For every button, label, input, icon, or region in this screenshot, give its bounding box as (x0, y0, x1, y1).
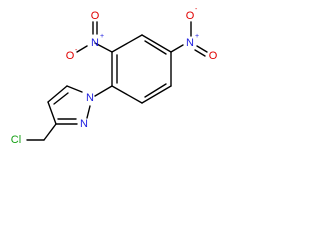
bond (141, 34, 172, 53)
pyrazole-nitrogen-2: N (80, 118, 88, 130)
para-nitro-double-oxygen: O (209, 50, 218, 62)
bond (47, 101, 57, 125)
bond (94, 85, 113, 97)
bond (66, 85, 83, 93)
ortho-nitro-oxygen-charge: - (75, 47, 78, 54)
bond (111, 34, 143, 53)
bond (144, 83, 167, 98)
para-nitro-single-oxygen: O (186, 10, 195, 22)
bond (43, 123, 57, 141)
bond (194, 49, 206, 57)
para-nitro-nitrogen-charge: + (195, 33, 199, 40)
bond (170, 44, 184, 53)
para-nitro-oxygen-charge: - (195, 6, 198, 13)
bond-layer (26, 21, 208, 141)
bond (94, 42, 113, 53)
bond (76, 45, 88, 53)
bond (144, 40, 167, 55)
pyrazole-nitrogen-1: N (86, 92, 94, 104)
ortho-nitro-single-oxygen: O (66, 50, 75, 62)
ortho-nitro-nitrogen-charge: + (100, 33, 104, 40)
molecule-structure: O N + O - O - N + O N N Cl (11, 6, 218, 146)
ortho-nitro-double-oxygen: O (91, 10, 100, 22)
bond (53, 92, 69, 105)
bond (86, 105, 91, 119)
bond (111, 85, 143, 104)
bond (196, 45, 208, 53)
atom-layer: O N + O - O - N + O N N Cl (11, 6, 218, 146)
bond (141, 85, 172, 104)
ortho-nitro-nitrogen: N (91, 37, 99, 49)
bond (47, 85, 68, 103)
para-nitro-nitrogen: N (186, 37, 194, 49)
chlorine-atom: Cl (11, 134, 21, 146)
